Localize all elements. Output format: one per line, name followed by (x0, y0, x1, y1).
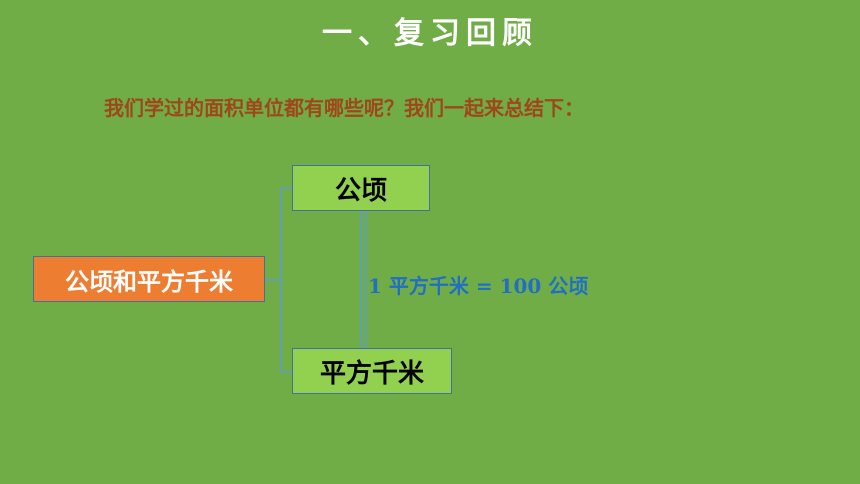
conversion-formula: 1 平方千米 = 100 公顷 (368, 274, 589, 298)
review-question: 我们学过的面积单位都有哪些呢？我们一起来总结下： (104, 96, 584, 120)
unit-box-square-kilometer: 平方千米 (292, 348, 452, 394)
slide-title: 一、复习回顾 (322, 16, 538, 51)
bracket-line (265, 187, 292, 373)
unit-box-hectare: 公顷 (292, 165, 430, 211)
main-topic-box: 公顷和平方千米 (33, 256, 265, 302)
